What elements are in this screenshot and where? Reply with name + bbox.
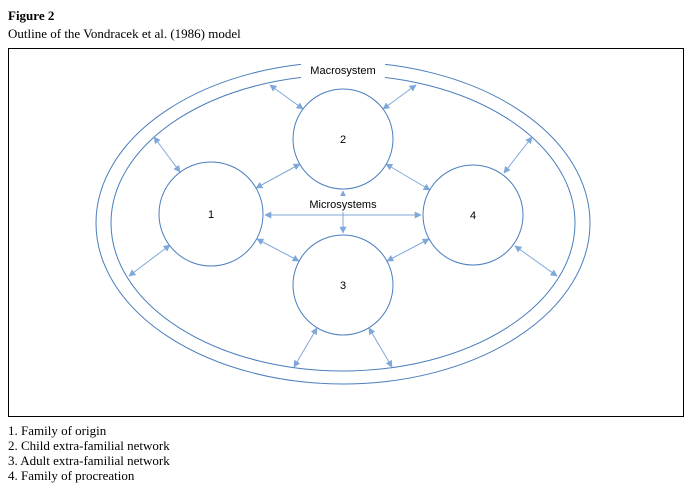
microsystem-circle-4 bbox=[422, 164, 524, 266]
circle-3-number: 3 bbox=[340, 280, 346, 292]
microsystem-circle-3 bbox=[292, 234, 394, 336]
arrow-circle3-circle4 bbox=[386, 238, 430, 262]
arrow-circle1-ellipse-upleft bbox=[153, 136, 181, 173]
arrow-circle1-ellipse-downleft bbox=[128, 244, 171, 277]
microsystem-circle-1 bbox=[158, 161, 264, 267]
arrow-circle3-ellipse-downright bbox=[368, 327, 393, 368]
macrosystem-arrows bbox=[128, 84, 558, 368]
figure-box: 1 2 3 4 Macrosystem Microsystems bbox=[8, 48, 684, 417]
legend-item-3: 3. Adult extra-familial network bbox=[8, 453, 170, 468]
legend-item-1: 1. Family of origin bbox=[8, 423, 107, 438]
figure-header: Figure 2 Outline of the Vondracek et al.… bbox=[0, 0, 692, 42]
arrow-circle2-ellipse-upright bbox=[382, 84, 417, 110]
mesosystem-arrows bbox=[255, 163, 431, 262]
microsystems-label-background bbox=[306, 196, 380, 212]
legend-item-2: 2. Child extra-familial network bbox=[8, 438, 170, 453]
arrow-circle3-ellipse-downleft bbox=[293, 327, 318, 368]
macrosystem-label: Macrosystem bbox=[310, 65, 375, 77]
legend-item-4: 4. Family of procreation bbox=[8, 468, 135, 483]
figure-label: Figure 2 bbox=[8, 8, 55, 23]
arrow-circle1-circle2 bbox=[255, 163, 301, 189]
circle-1-number: 1 bbox=[208, 209, 214, 221]
vondracek-model-diagram: 1 2 3 4 Macrosystem Microsystems bbox=[95, 61, 591, 385]
arrow-circle2-ellipse-upleft bbox=[269, 84, 304, 110]
macrosystem-label-background bbox=[301, 61, 385, 79]
arrow-circle4-ellipse-upright bbox=[503, 136, 533, 174]
circle-2-number: 2 bbox=[340, 134, 346, 146]
arrow-circle1-circle3 bbox=[256, 238, 300, 262]
arrow-circle4-ellipse-downright bbox=[514, 245, 558, 277]
arrow-circle2-circle4 bbox=[385, 163, 431, 191]
microsystem-circle-2 bbox=[292, 88, 394, 190]
microsystems-label: Microsystems bbox=[309, 199, 377, 211]
figure-legend: 1. Family of origin 2. Child extra-famil… bbox=[0, 417, 692, 483]
figure-caption: Outline of the Vondracek et al. (1986) m… bbox=[8, 26, 241, 41]
circle-4-number: 4 bbox=[470, 210, 476, 222]
